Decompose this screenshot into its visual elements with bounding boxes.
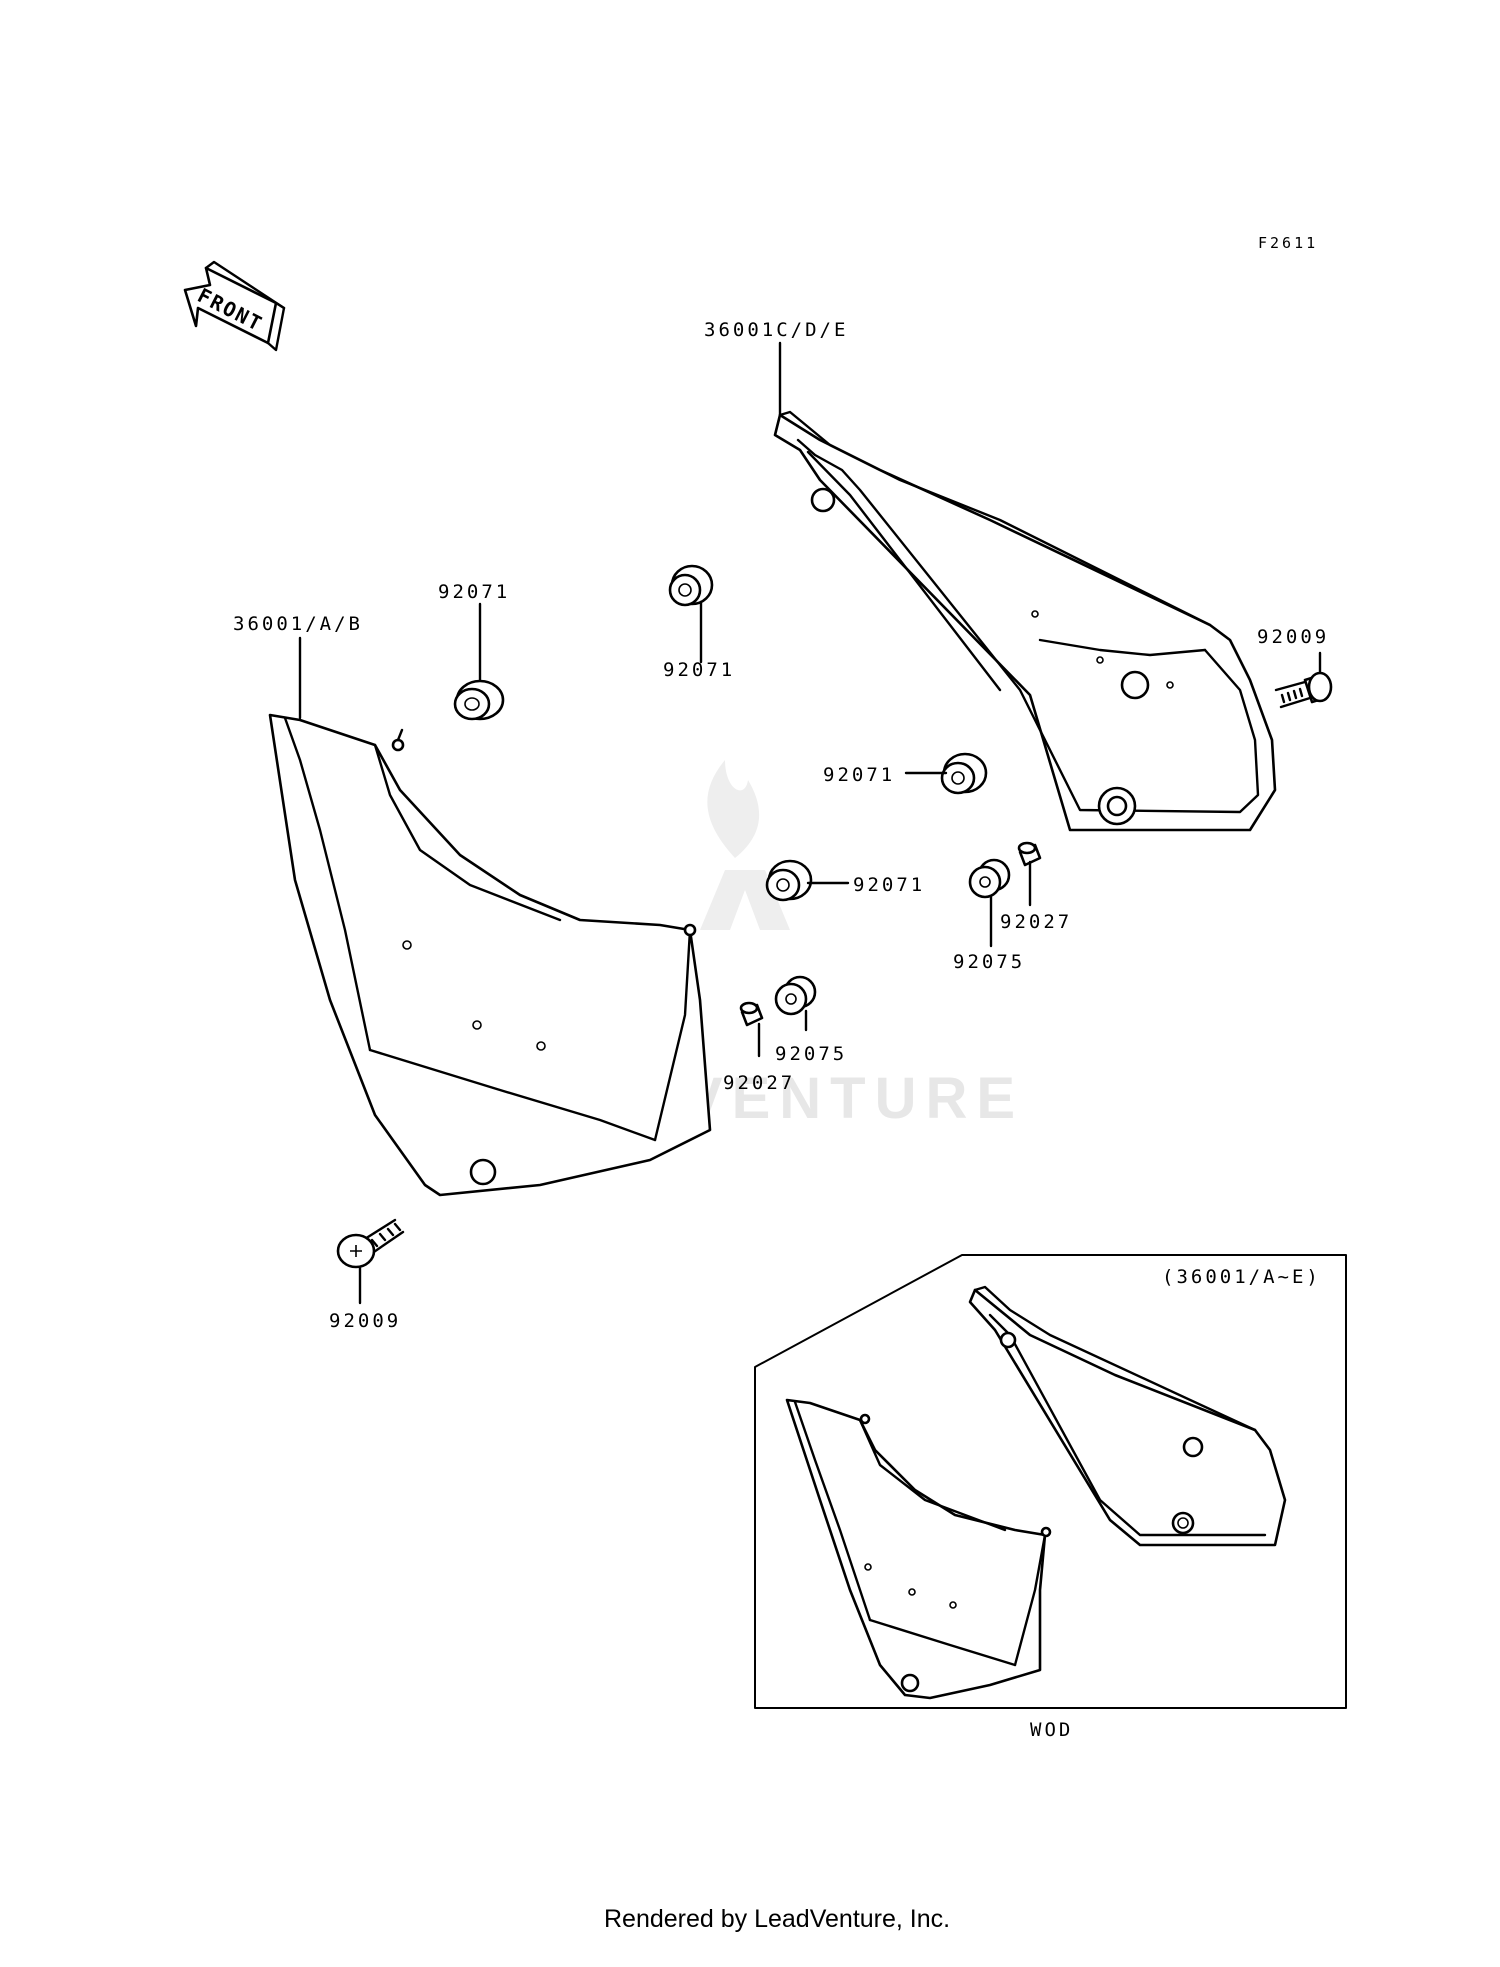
callout-92027-a: 92027 <box>1000 911 1072 933</box>
callout-92009-a: 92009 <box>1257 626 1329 648</box>
grommet-92071-a <box>453 679 505 721</box>
grommet-92071-c <box>940 752 988 795</box>
inset-left-cover <box>785 1398 1052 1700</box>
figure-code: F2611 <box>1258 234 1318 252</box>
inset-box: (36001/A~E) WOD <box>754 1254 1347 1741</box>
grommet-92071-b <box>668 564 714 607</box>
callout-92075-a: 92075 <box>953 951 1025 973</box>
callout-92009-b: 92009 <box>329 1310 401 1332</box>
collar-92027-b <box>739 1001 764 1027</box>
callout-36001AB: 36001/A/B <box>233 613 363 635</box>
callout-92071-c: 92071 <box>823 764 895 786</box>
callout-92071-b: 92071 <box>663 659 735 681</box>
callout-92071-d: 92071 <box>853 874 925 896</box>
footer-credit: Rendered by LeadVenture, Inc. <box>604 1905 950 1933</box>
inset-caption: (36001/A~E) <box>1162 1266 1321 1288</box>
bolt-92009-right <box>1274 671 1333 709</box>
callout-36001CDE: 36001C/D/E <box>704 319 848 341</box>
bolt-92009-left <box>336 1218 405 1269</box>
callout-92027-b: 92027 <box>723 1072 795 1094</box>
inset-right-cover <box>968 1285 1287 1547</box>
grommet-92071-d <box>765 859 813 902</box>
callout-92071-a: 92071 <box>438 581 510 603</box>
left-side-cover <box>268 713 712 1197</box>
leader-lines <box>298 341 1322 1305</box>
callout-92075-b: 92075 <box>775 1043 847 1065</box>
collar-92075-b <box>774 975 817 1016</box>
inset-label: WOD <box>1030 1719 1073 1741</box>
collar-92027-a <box>1017 841 1042 867</box>
right-side-cover <box>773 410 1277 832</box>
front-arrow-icon: FRONT <box>183 260 286 352</box>
collar-92075-a <box>968 858 1011 899</box>
